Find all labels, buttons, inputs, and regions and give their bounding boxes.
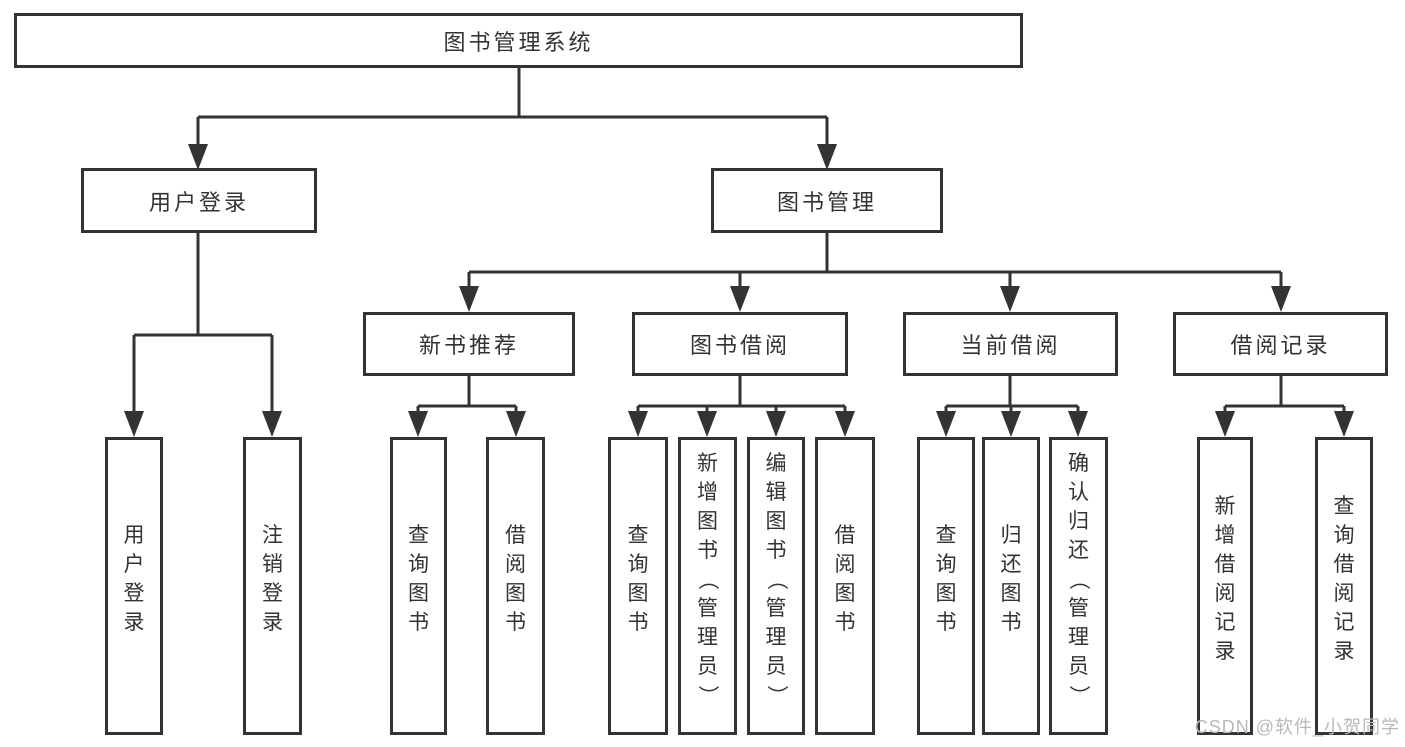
- leaf-borrow-books-label: 借阅图书: [834, 524, 856, 634]
- csdn-watermark: CSDN @软件_小贺同学: [1194, 717, 1400, 737]
- leaf-user-login-label: 用户登录: [123, 524, 145, 634]
- leaf-confirm-return-admin: 确认归还（管理员）: [1049, 437, 1108, 735]
- leaf-borrow-books: 借阅图书: [815, 437, 875, 735]
- leaf-confirm-return-admin-label: 确认归还（管理员）: [1067, 451, 1090, 706]
- leaf-logout: 注销登录: [243, 437, 302, 735]
- node-new-book-recommend: 新书推荐: [363, 312, 575, 376]
- leaf-query-books-recommend: 查询图书: [390, 437, 447, 735]
- node-user-login-label: 用户登录: [148, 189, 249, 215]
- leaf-query-borrow-record-label: 查询借阅记录: [1333, 495, 1355, 663]
- leaf-return-books: 归还图书: [982, 437, 1040, 735]
- node-user-login: 用户登录: [81, 168, 317, 233]
- node-root-label: 图书管理系统: [443, 29, 594, 55]
- node-book-management: 图书管理: [711, 168, 943, 233]
- leaf-user-login: 用户登录: [105, 437, 163, 735]
- leaf-edit-books-admin: 编辑图书（管理员）: [747, 437, 805, 735]
- leaf-borrow-books-recommend-label: 借阅图书: [505, 524, 526, 634]
- node-new-book-recommend-label: 新书推荐: [418, 333, 519, 358]
- node-book-borrow: 图书借阅: [632, 312, 848, 376]
- leaf-add-books-admin-label: 新增图书（管理员）: [696, 451, 719, 706]
- node-book-borrow-label: 图书借阅: [689, 333, 790, 358]
- node-current-borrow-label: 当前借阅: [960, 333, 1061, 358]
- node-book-management-label: 图书管理: [776, 189, 877, 215]
- leaf-borrow-books-recommend: 借阅图书: [486, 437, 545, 735]
- leaf-add-books-admin: 新增图书（管理员）: [678, 437, 737, 735]
- leaf-query-borrow-record: 查询借阅记录: [1315, 437, 1373, 735]
- leaf-return-books-label: 归还图书: [1000, 524, 1022, 634]
- leaf-add-borrow-record-label: 新增借阅记录: [1214, 495, 1236, 663]
- leaf-edit-books-admin-label: 编辑图书（管理员）: [764, 451, 788, 706]
- leaf-add-borrow-record: 新增借阅记录: [1197, 437, 1253, 735]
- node-borrow-records: 借阅记录: [1173, 312, 1388, 376]
- leaf-query-books-current: 查询图书: [917, 437, 975, 735]
- leaf-query-books-current-label: 查询图书: [935, 524, 957, 634]
- leaf-logout-label: 注销登录: [262, 524, 283, 634]
- leaf-query-books-borrow-label: 查询图书: [627, 524, 649, 634]
- node-borrow-records-label: 借阅记录: [1230, 333, 1331, 358]
- node-root: 图书管理系统: [14, 13, 1023, 68]
- leaf-query-books-recommend-label: 查询图书: [408, 524, 429, 634]
- leaf-query-books-borrow: 查询图书: [608, 437, 668, 735]
- node-current-borrow: 当前借阅: [903, 312, 1118, 376]
